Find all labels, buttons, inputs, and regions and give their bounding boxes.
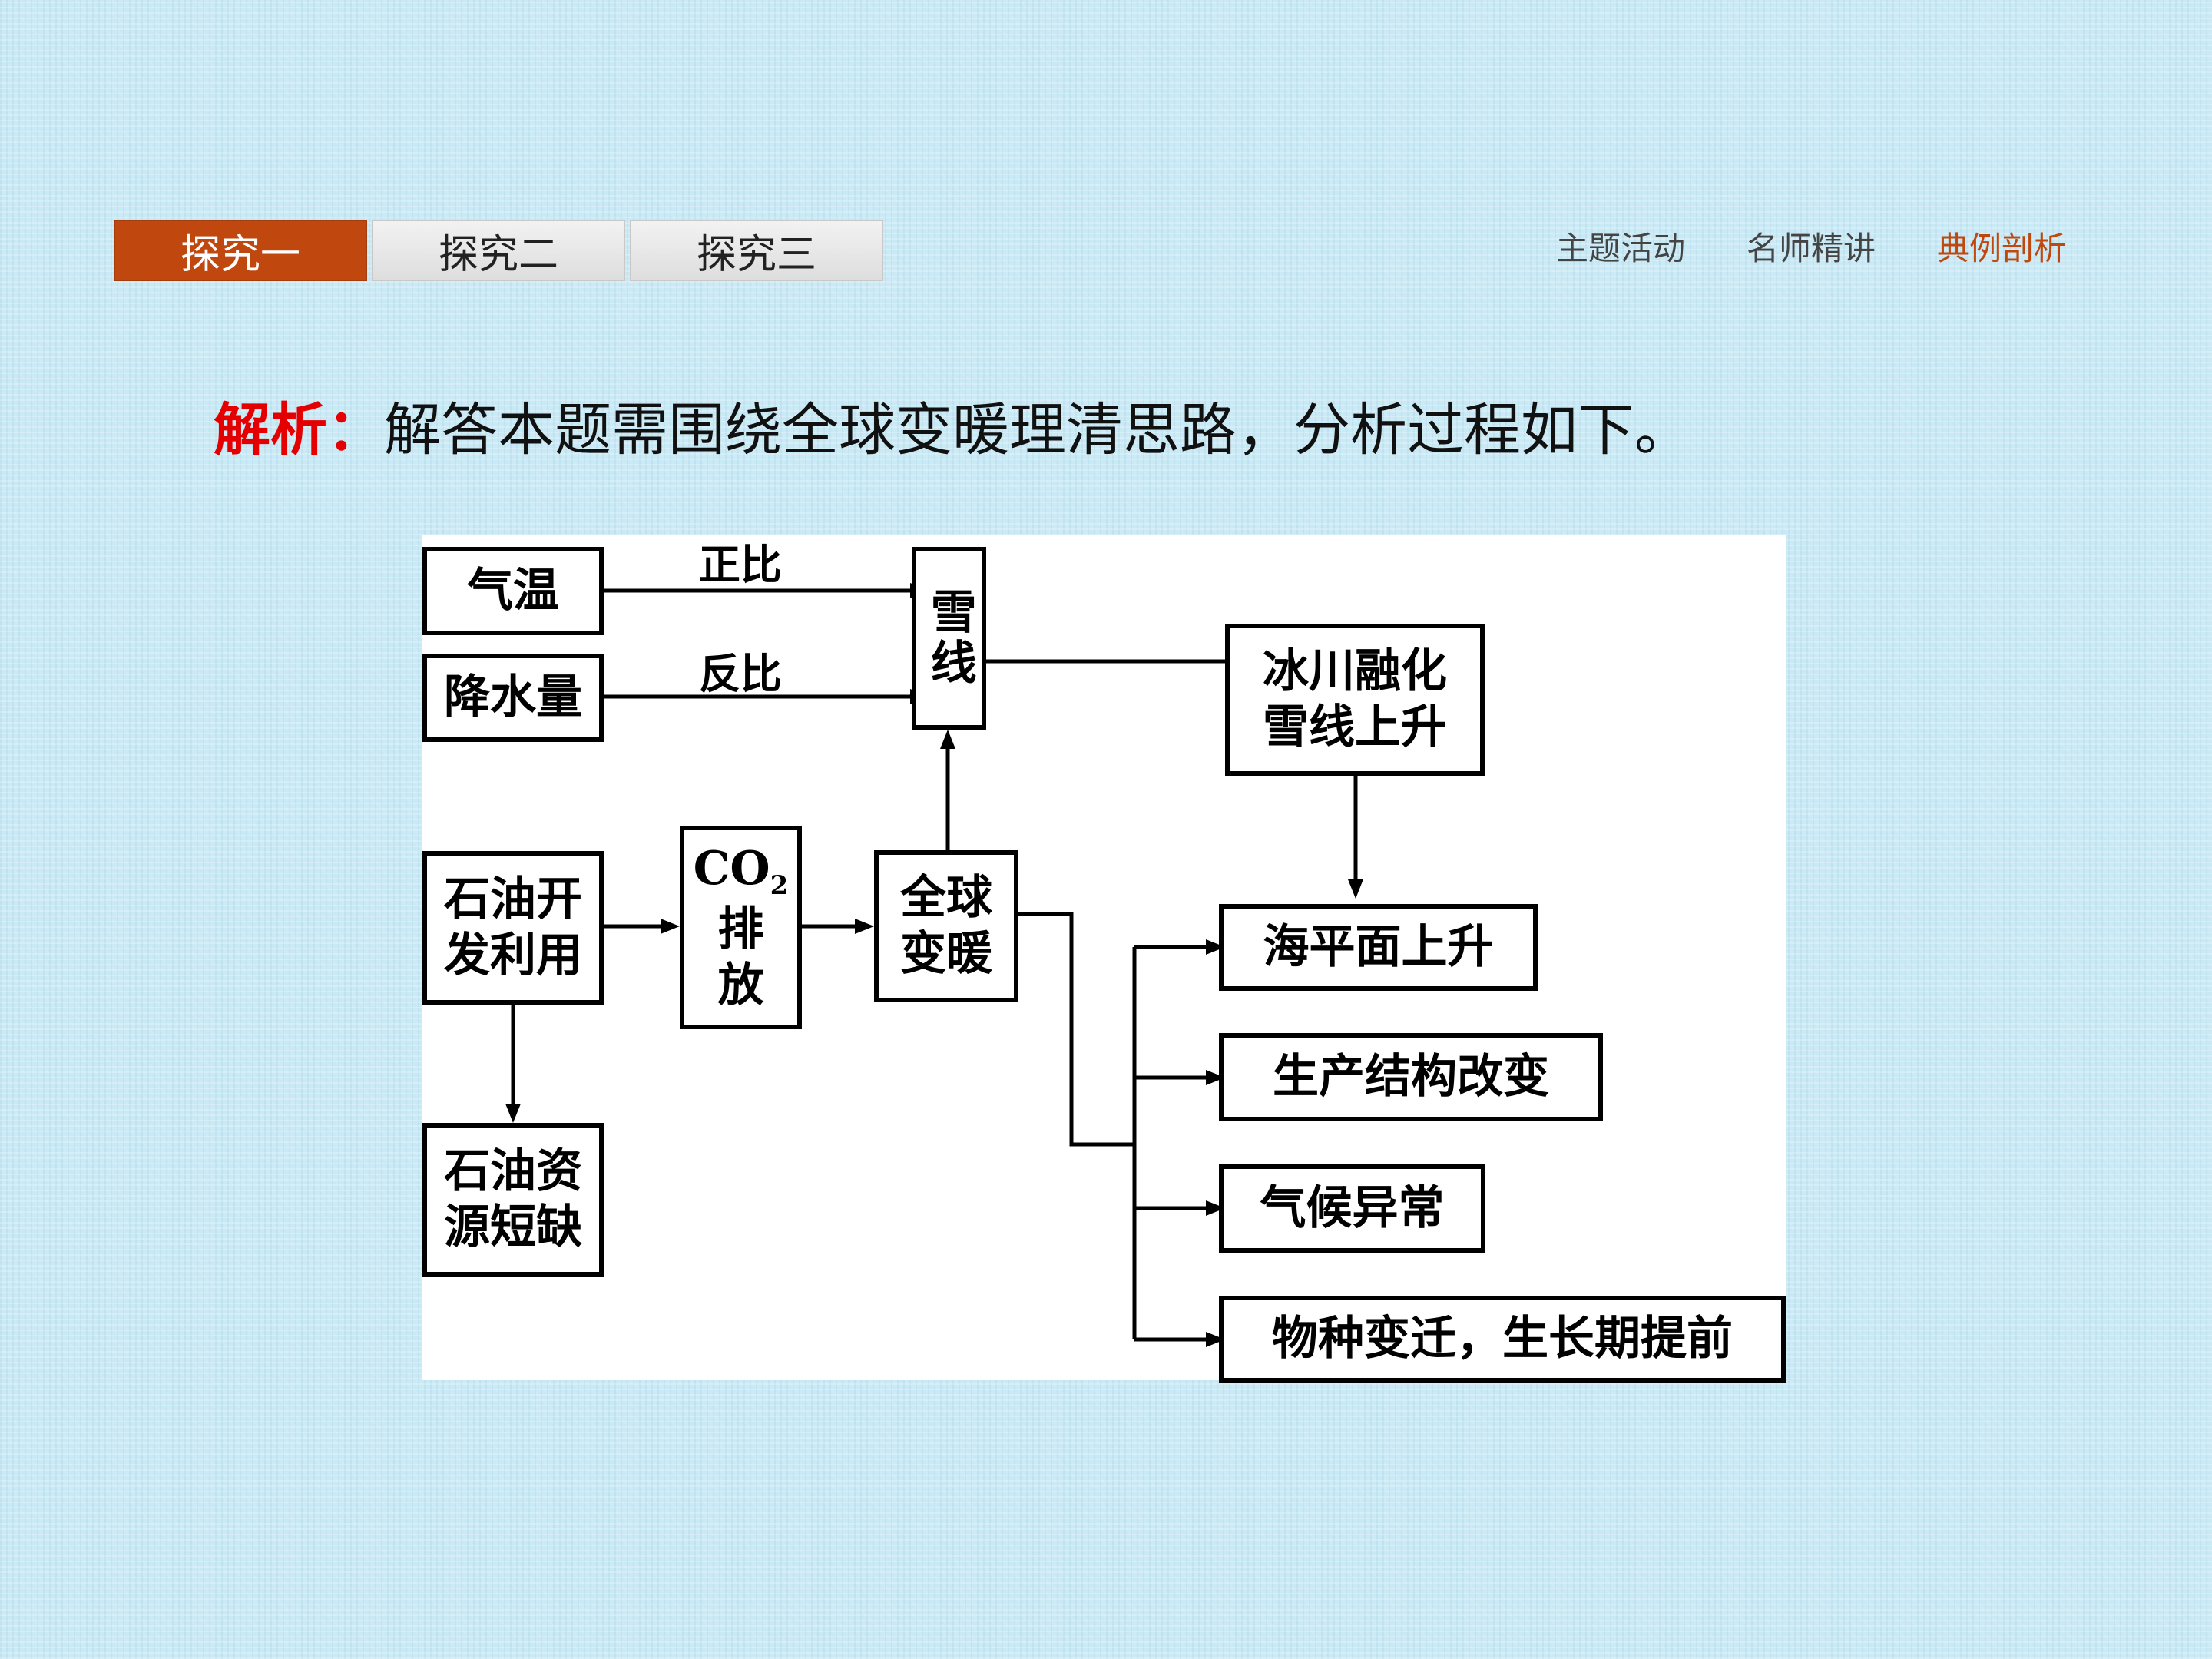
- top-nav: 主题活动 名师精讲 典例剖析: [1556, 223, 2066, 270]
- edge-label-inverse: 反比: [699, 649, 782, 698]
- node-sea-level-rise: 海平面上升: [1219, 904, 1538, 991]
- node-sea-level-label: 海平面上升: [1263, 919, 1494, 974]
- analysis-body: 解答本题需围绕全球变暖理清思路，分析过程如下。: [384, 397, 1691, 463]
- arrowhead: [1206, 1200, 1225, 1216]
- node-global-warming: 全球 变暖: [874, 850, 1018, 1002]
- analysis-text: 解析：解答本题需围绕全球变暖理清思路，分析过程如下。: [214, 384, 1691, 466]
- node-production-label: 生产结构改变: [1273, 1049, 1549, 1104]
- connector-lines: [505, 583, 1363, 1347]
- nav-teacher-lecture[interactable]: 名师精讲: [1746, 230, 1876, 267]
- node-glacier-line1: 冰川融化: [1263, 644, 1447, 698]
- node-snowline: 雪线: [912, 547, 986, 730]
- node-oil-short-line2: 源短缺: [444, 1200, 582, 1254]
- node-glacier-melt: 冰川融化 雪线上升: [1225, 624, 1485, 776]
- node-temperature-label: 气温: [467, 563, 559, 618]
- node-snowline-label: 雪线: [922, 588, 977, 689]
- connector-warming-bracket: [1018, 912, 1134, 1147]
- analysis-label: 解析：: [214, 397, 384, 463]
- node-production-change: 生产结构改变: [1219, 1033, 1603, 1121]
- flow-diagram: 正比 反比 气温 降水量 雪线 冰川融化 雪线上升 石油开 发利用 CO2 排 …: [422, 535, 1786, 1382]
- co2-subscript: 2: [770, 869, 789, 901]
- arrowhead: [1206, 939, 1225, 955]
- arrowhead: [855, 919, 874, 934]
- node-species-label: 物种变迁，生长期提前: [1272, 1311, 1733, 1366]
- node-oil-short-line1: 石油资: [444, 1144, 582, 1198]
- node-warming-line2: 变暖: [900, 927, 992, 981]
- tab-explore-2[interactable]: 探究二: [372, 220, 625, 281]
- node-oil-development: 石油开 发利用: [422, 851, 604, 1005]
- node-temperature: 气温: [422, 547, 604, 635]
- arrowhead: [940, 730, 955, 749]
- node-climate-anomaly: 气候异常: [1219, 1164, 1485, 1253]
- node-oil-shortage: 石油资 源短缺: [422, 1123, 604, 1277]
- node-precipitation: 降水量: [422, 654, 604, 742]
- arrowhead: [1348, 879, 1363, 899]
- node-co2-emission: CO2 排 放: [680, 826, 802, 1029]
- tab-bar: 探究一 探究二 探究三: [114, 220, 883, 281]
- arrowhead: [661, 919, 680, 934]
- nav-example-analysis[interactable]: 典例剖析: [1936, 230, 2066, 267]
- tab-explore-1[interactable]: 探究一: [114, 220, 367, 281]
- node-glacier-line2: 雪线上升: [1263, 700, 1447, 754]
- arrowhead: [505, 1104, 521, 1123]
- arrowhead: [1206, 1332, 1225, 1347]
- node-climate-label: 气候异常: [1260, 1181, 1445, 1235]
- edge-label-positive: 正比: [699, 540, 782, 589]
- node-co2-line2: 排: [717, 902, 764, 957]
- node-oil-dev-line1: 石油开: [444, 872, 582, 926]
- node-precipitation-label: 降水量: [444, 670, 582, 724]
- nav-theme-activity[interactable]: 主题活动: [1555, 230, 1685, 267]
- arrowhead: [1206, 1070, 1225, 1085]
- co2-text: CO: [693, 841, 770, 896]
- tab-explore-3[interactable]: 探究三: [630, 220, 883, 281]
- node-warming-line1: 全球: [900, 870, 992, 925]
- node-species-change: 物种变迁，生长期提前: [1219, 1296, 1786, 1382]
- node-co2-formula: CO2: [694, 841, 789, 902]
- node-oil-dev-line2: 发利用: [444, 929, 582, 982]
- node-co2-line3: 放: [717, 959, 764, 1013]
